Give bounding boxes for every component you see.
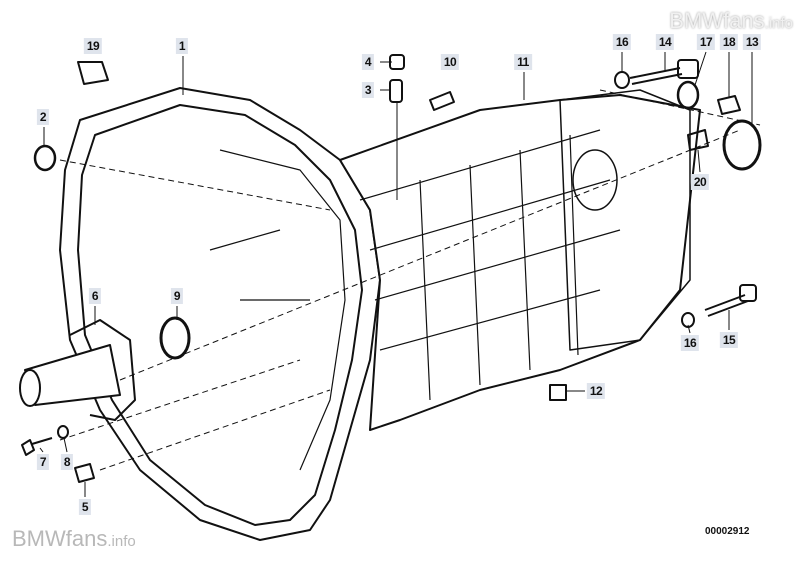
part-label-2: 2	[36, 109, 50, 125]
part-label-9: 9	[170, 288, 184, 304]
part-label-4: 4	[361, 54, 375, 70]
plug-2	[33, 144, 57, 172]
washer-8	[57, 425, 69, 439]
pin-10	[429, 91, 455, 111]
part-3	[389, 79, 403, 103]
part-label-17: 17	[696, 34, 716, 50]
sensor-18	[717, 95, 741, 115]
plug-12	[549, 384, 567, 401]
sleeve-5	[74, 463, 95, 483]
switch-19	[77, 61, 109, 85]
part-label-8: 8	[60, 454, 74, 470]
bolt-7	[21, 437, 53, 456]
axis-lines	[59, 89, 761, 471]
seal-17	[676, 80, 700, 110]
washer-16b	[681, 312, 695, 328]
part-label-6: 6	[88, 288, 102, 304]
part-label-16: 16	[612, 34, 632, 50]
part-label-18: 18	[719, 34, 739, 50]
part-label-7: 7	[36, 454, 50, 470]
part-label-1: 1	[175, 38, 189, 54]
part-label-13: 13	[742, 34, 762, 50]
watermark-suffix: .info	[107, 533, 136, 550]
watermark-top: BMWfans.info	[669, 8, 793, 34]
watermark-suffix: .info	[764, 15, 793, 32]
part-label-20: 20	[690, 174, 710, 190]
washer-16	[614, 71, 630, 89]
part-label-10: 10	[440, 54, 460, 70]
gearbox-case	[339, 94, 701, 431]
watermark-brand: BMWfans	[669, 8, 765, 33]
part-label-16b: 16	[680, 335, 700, 351]
part-label-19: 19	[83, 38, 103, 54]
part-label-5: 5	[78, 499, 92, 515]
part-label-11: 11	[514, 54, 532, 70]
rear-housing	[559, 89, 691, 351]
part-label-3: 3	[361, 82, 375, 98]
plug-20	[687, 129, 709, 151]
bell-housing-flange	[77, 104, 363, 526]
leader-lines	[39, 51, 753, 497]
bolt-14	[629, 67, 683, 85]
part-label-14: 14	[655, 34, 675, 50]
watermark-bottom: BMWfans.info	[12, 526, 136, 552]
watermark-brand: BMWfans	[12, 526, 108, 551]
seal-13	[722, 119, 762, 171]
part-4	[389, 54, 405, 70]
part-label-12: 12	[586, 383, 606, 399]
diagram-number: 00002912	[705, 526, 750, 537]
bell-housing	[59, 87, 381, 541]
seal-9	[159, 316, 191, 360]
bolt-15	[704, 294, 749, 317]
part-label-15: 15	[719, 332, 739, 348]
